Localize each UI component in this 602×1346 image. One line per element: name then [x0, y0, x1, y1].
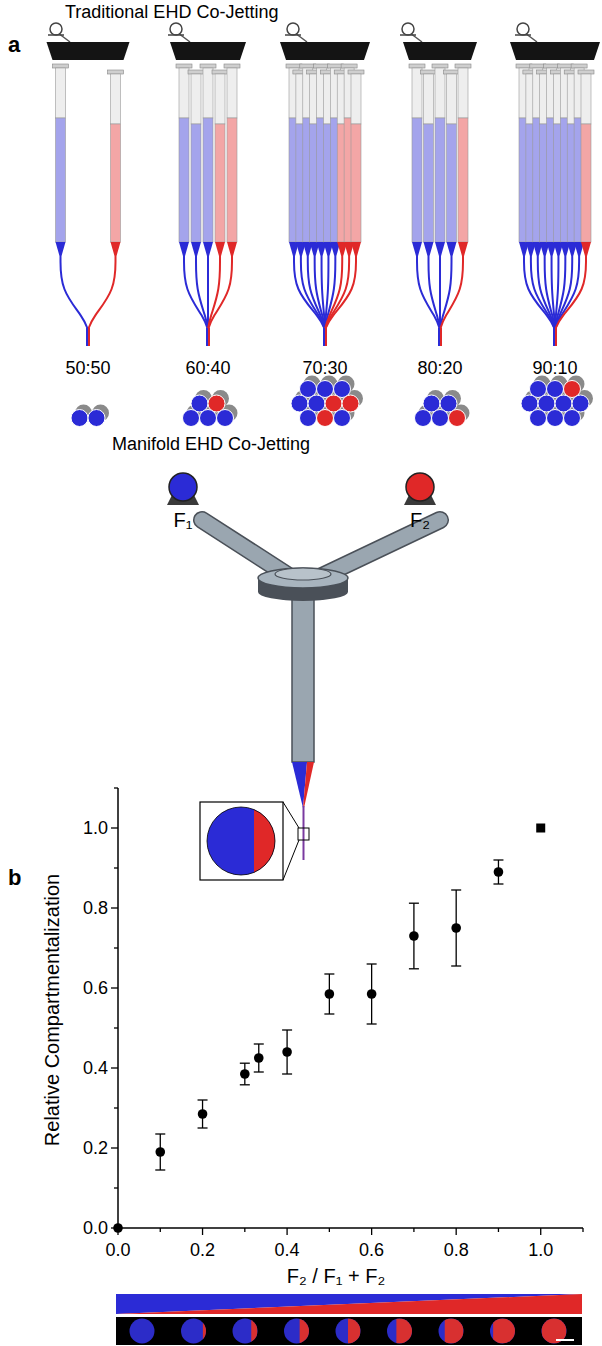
panel-letter: b — [8, 865, 21, 890]
syringe-pump — [400, 23, 477, 346]
syringe-pump — [510, 23, 600, 346]
panel-title: Traditional EHD Co-Jetting — [65, 2, 278, 23]
fiber-bundle — [71, 405, 109, 427]
panel-title: Manifold EHD Co-Jetting — [112, 434, 310, 455]
pump-label: F₁ — [174, 509, 193, 532]
fiber-bundle — [183, 390, 238, 427]
pump-label: F₂ — [410, 509, 430, 532]
tick-label: 0.4 — [275, 1240, 300, 1261]
fiber-bundle — [521, 376, 593, 427]
tick-label: 0.6 — [83, 978, 108, 999]
tick-label: 0.4 — [83, 1058, 108, 1079]
ratio-label: 60:40 — [185, 358, 230, 379]
tick-label: 1.0 — [83, 818, 108, 839]
tick-label: 0.8 — [83, 898, 108, 919]
pump-icon — [398, 471, 442, 507]
axis-title: F₂ / F₁ + F₂ — [287, 1265, 385, 1288]
ratio-label: 70:30 — [302, 358, 347, 379]
fiber-bundle — [415, 390, 470, 427]
tick-label: 0.0 — [105, 1240, 130, 1261]
tick-label: 0.2 — [190, 1240, 215, 1261]
pump-icon — [161, 471, 205, 507]
panel-letter: a — [8, 32, 20, 57]
syringe-pump — [47, 23, 130, 346]
tick-label: 1.0 — [528, 1240, 553, 1261]
ratio-label: 50:50 — [65, 358, 110, 379]
traditional-setup — [47, 23, 601, 427]
axis-title: Relative Compartmentalization — [41, 874, 64, 1146]
syringe-pump — [168, 23, 246, 346]
pump: F₁ — [161, 471, 205, 532]
ratio-label: 90:10 — [532, 358, 577, 379]
tick-label: 0.0 — [83, 1218, 108, 1239]
pump: F₂ — [398, 471, 442, 532]
ratio-label: 80:20 — [417, 358, 462, 379]
tick-label: 0.2 — [83, 1138, 108, 1159]
manifold — [200, 520, 440, 880]
tick-label: 0.6 — [359, 1240, 384, 1261]
syringe-pump — [280, 23, 370, 346]
chart — [111, 788, 583, 1345]
fiber-bundle — [291, 376, 363, 427]
tick-label: 0.8 — [444, 1240, 469, 1261]
